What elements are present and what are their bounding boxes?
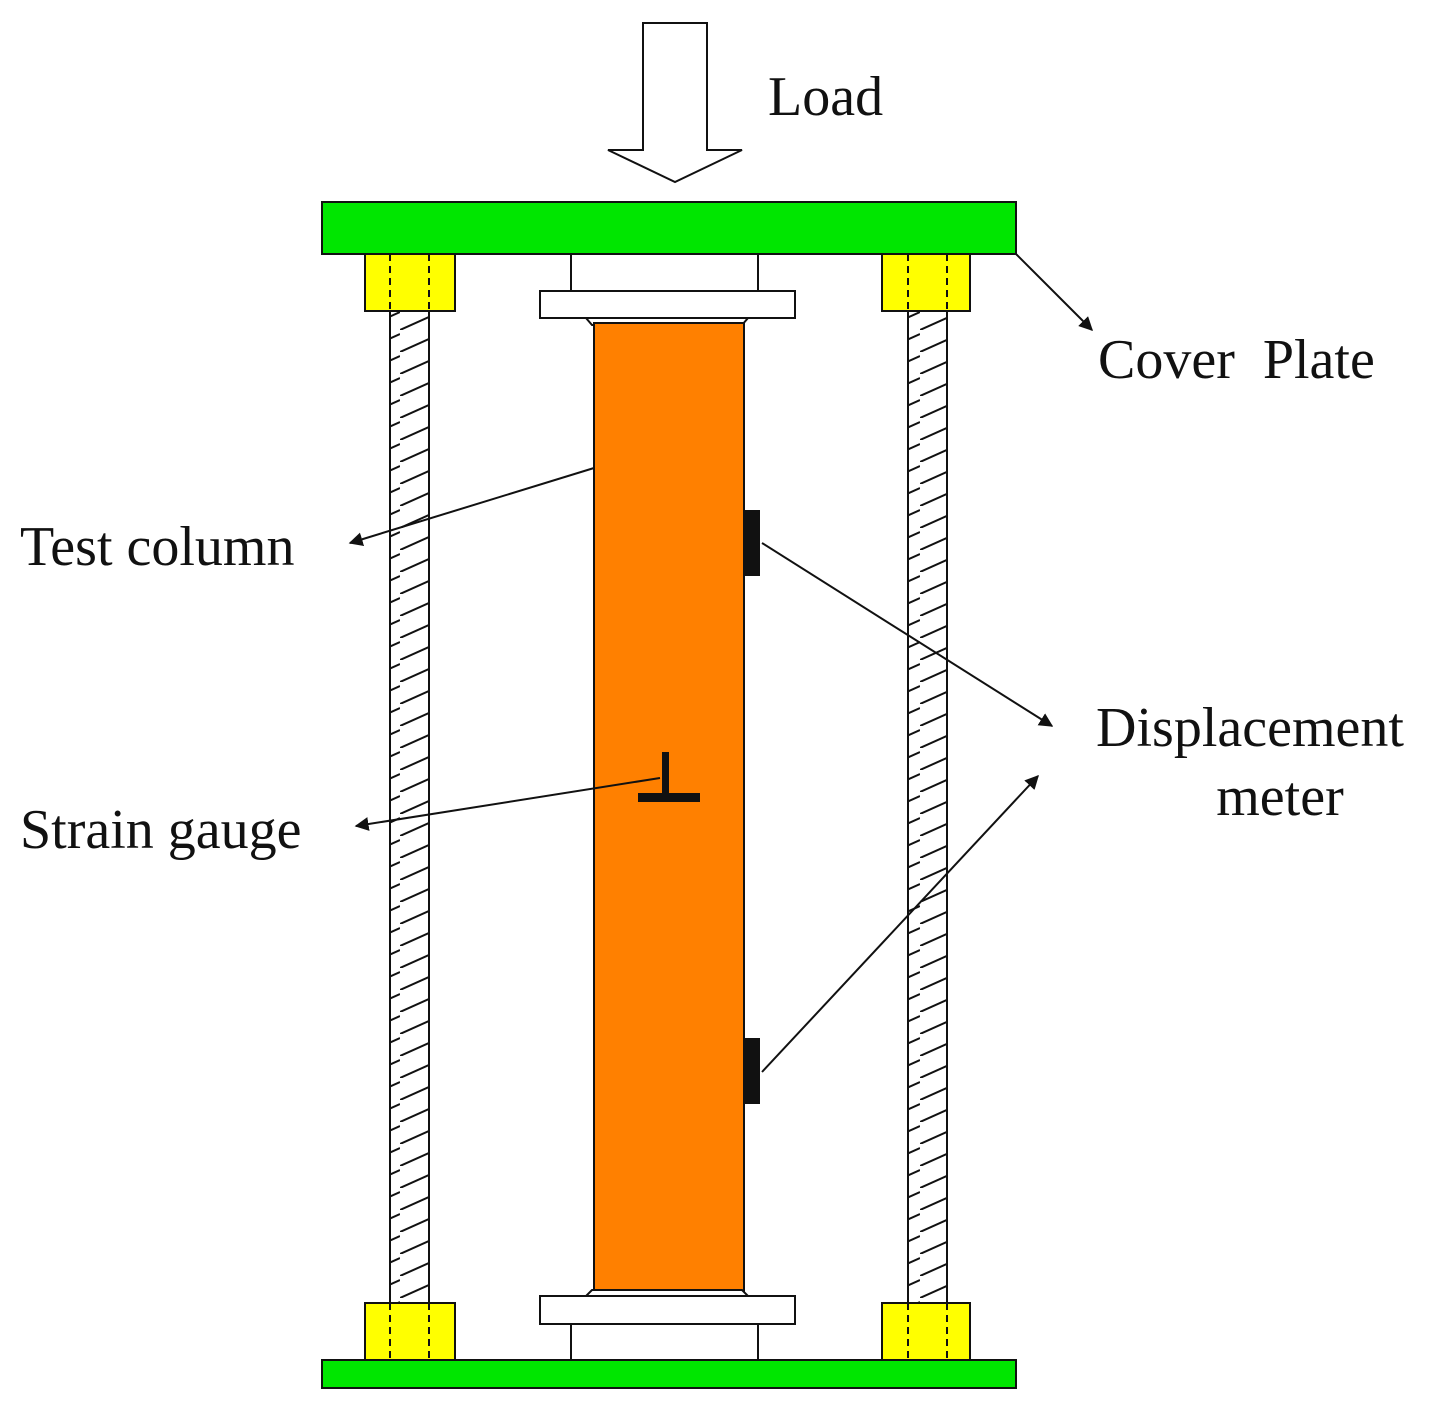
displacement-meter-label-line2: meter [1216,766,1344,828]
strain-gauge-symbol [638,752,700,802]
cover-plate-label: Cover Plate [1098,329,1375,391]
load-label: Load [768,66,883,128]
nut-bottom-right [881,1302,971,1361]
right-threaded-rod [907,310,948,1304]
bottom-end-fixture [539,1289,796,1361]
nut-bottom-left [364,1302,456,1361]
test-column [593,322,745,1292]
test-column-label: Test column [20,516,294,578]
nut-top-right [881,253,971,312]
load-arrow [607,22,743,184]
leader-cover-plate [1015,253,1093,331]
leader-strain-gauge [354,777,661,831]
leader-displacement-bottom [761,774,1039,1073]
left-threaded-rod [389,310,430,1304]
displacement-meter-label-line1: Displacement [1096,697,1404,759]
leader-displacement-top [761,542,1054,727]
top-end-fixture [539,253,796,326]
displacement-meter-bottom [744,1038,760,1104]
nut-top-left [364,253,456,312]
bottom-cover-plate [321,1359,1017,1389]
leader-test-column [348,467,595,546]
top-cover-plate [321,201,1017,255]
strain-gauge-label: Strain gauge [20,799,301,861]
displacement-meter-top [744,510,760,576]
